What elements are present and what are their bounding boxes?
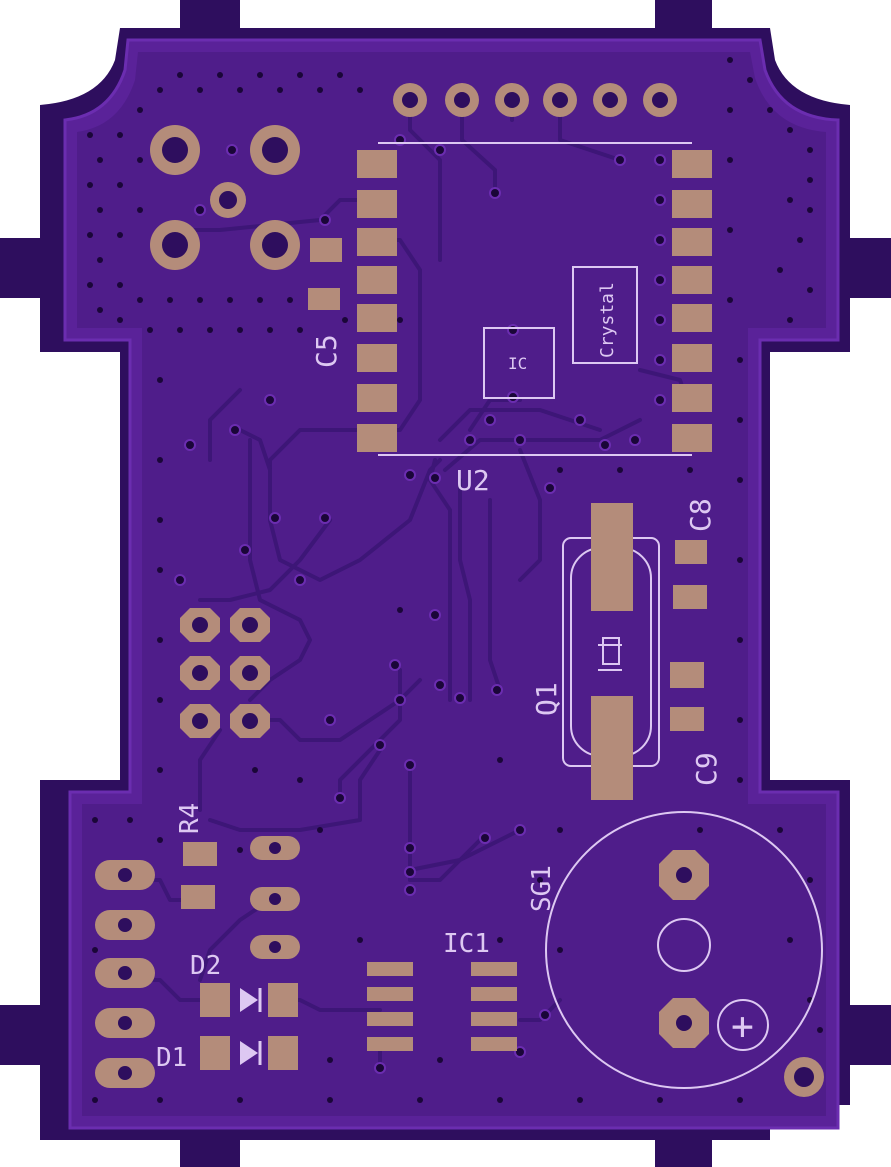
oval-pads-small <box>250 836 300 959</box>
sg1-plus-circle <box>717 999 769 1051</box>
vias <box>174 134 666 1074</box>
header-2x3 <box>180 608 270 738</box>
edge-connector-pads <box>95 860 155 1088</box>
sg1-pads <box>659 850 709 1048</box>
d1-label: D1 <box>156 1043 187 1073</box>
r4-pads <box>181 842 217 909</box>
c5-pads <box>308 238 342 310</box>
u2-outline <box>378 142 692 456</box>
crystal-label: Crystal <box>597 282 618 358</box>
sg1-outline <box>545 811 823 1089</box>
d1-symbol <box>240 1041 258 1065</box>
ic-label: IC <box>508 354 527 373</box>
mounting-hole <box>784 1057 824 1097</box>
c5-label: C5 <box>310 334 343 368</box>
traces <box>118 98 692 1072</box>
sg1-label: SG1 <box>527 865 557 912</box>
d2-pads <box>200 983 298 1017</box>
c8-label: C8 <box>684 498 717 532</box>
c8-pads <box>673 540 707 609</box>
u2-pads-left <box>357 150 397 452</box>
d2-label: D2 <box>190 951 221 981</box>
stitching-vias <box>87 57 823 1103</box>
u2-pads-right <box>672 150 712 452</box>
d1-pads <box>200 1036 298 1070</box>
d2-symbol <box>240 988 258 1012</box>
r4-label: R4 <box>175 803 205 834</box>
q1-label: Q1 <box>530 682 563 716</box>
u2-label: U2 <box>456 464 490 497</box>
q1-pads <box>591 503 633 800</box>
sg1-center <box>657 918 711 972</box>
sg1-plus-label: + <box>731 1004 754 1048</box>
c9-label: C9 <box>690 752 723 786</box>
ic1-pads <box>367 962 517 1051</box>
crystal-outline <box>572 266 638 364</box>
c9-pads <box>670 662 704 731</box>
ic-outline <box>483 327 555 399</box>
jack-pads <box>150 125 300 270</box>
ic1-label: IC1 <box>443 929 490 959</box>
